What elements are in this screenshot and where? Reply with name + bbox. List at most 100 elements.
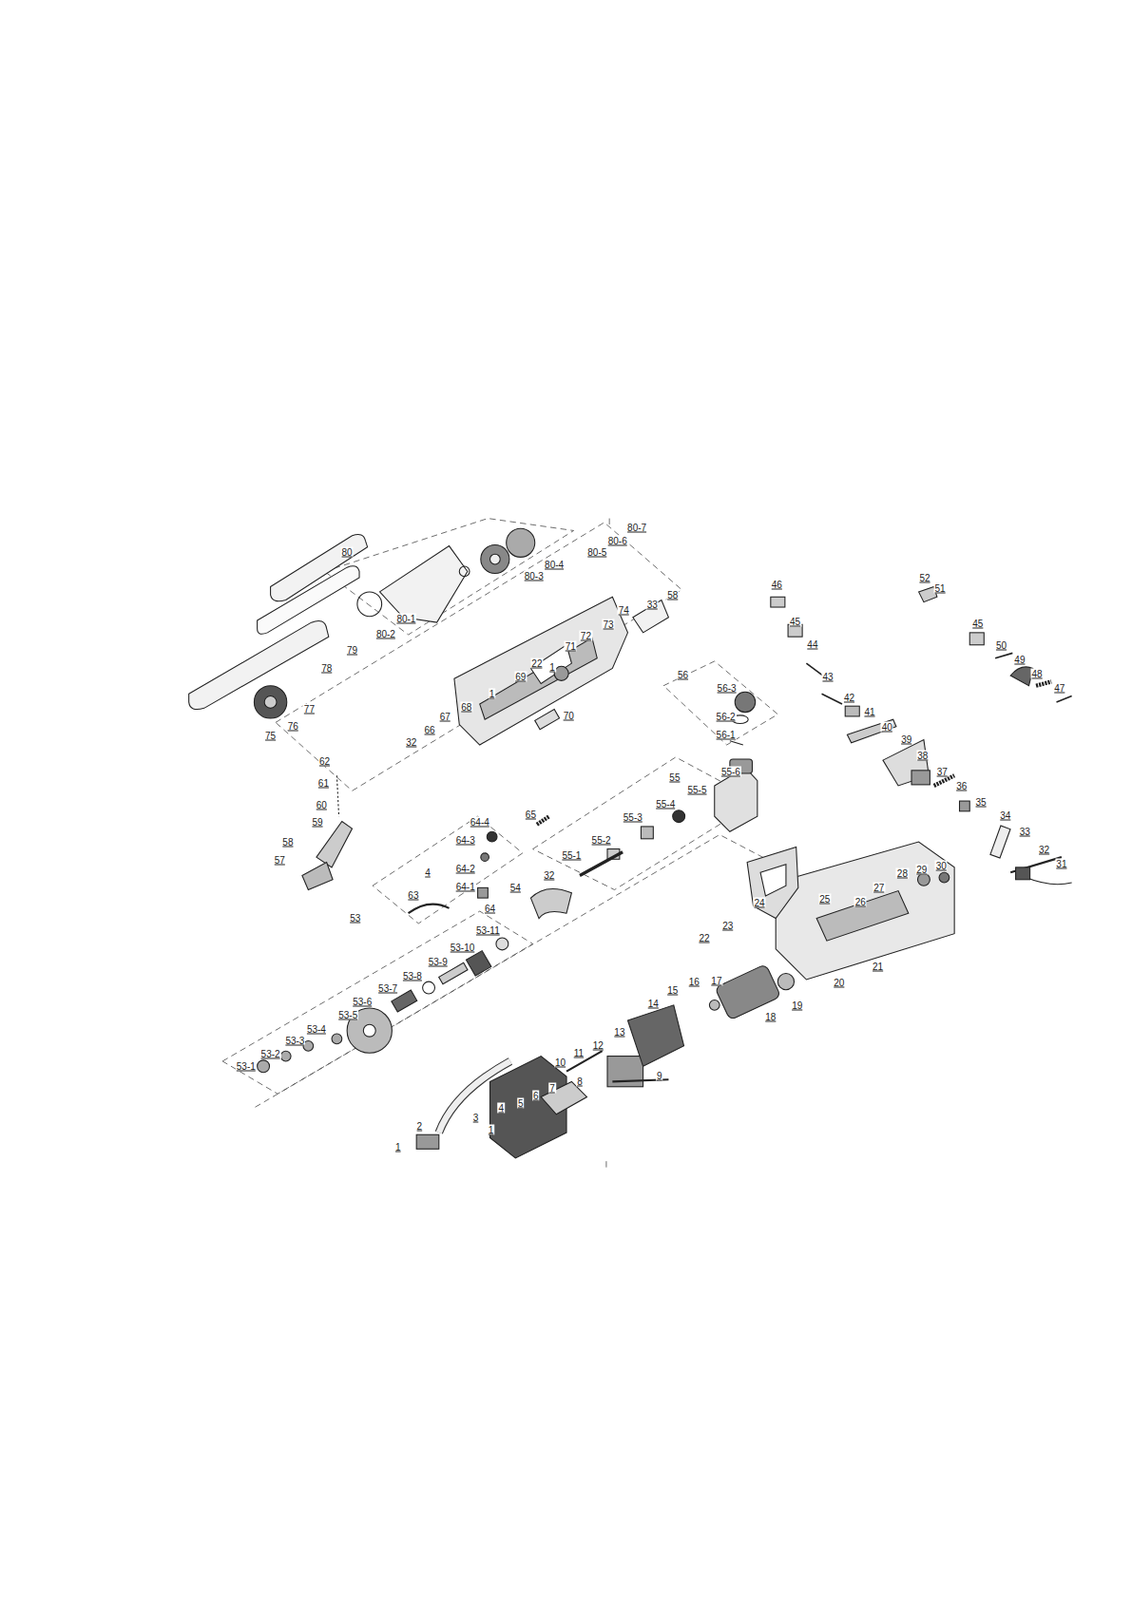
callout-number: 32 — [542, 870, 556, 882]
callout-number: 36 — [955, 780, 968, 791]
callout-number: 1 — [487, 1124, 496, 1135]
callout-number: 55-1 — [560, 850, 582, 862]
callout-number: 27 — [872, 882, 885, 894]
callout-number: 8 — [575, 1076, 584, 1088]
callout-number: 74 — [617, 605, 631, 616]
callout-number: 11 — [573, 1048, 585, 1059]
callout-number: 67 — [439, 710, 452, 722]
callout-number: 49 — [1013, 653, 1026, 665]
callout-number: 80-7 — [626, 522, 648, 534]
callout-number: 53-3 — [284, 1036, 306, 1047]
callout-number: 18 — [764, 1011, 777, 1022]
callout-number: 40 — [881, 721, 894, 732]
callout-number: 43 — [821, 671, 834, 683]
callout-number: 55-3 — [622, 812, 644, 824]
callout-number: 64-1 — [455, 882, 477, 893]
callout-number: 30 — [935, 860, 948, 871]
callout-number: 15 — [666, 984, 679, 996]
callout-number: 55-2 — [591, 834, 613, 845]
callout-number: 20 — [832, 978, 845, 989]
callout-number: 73 — [602, 619, 615, 631]
callout-number: 47 — [1053, 682, 1066, 693]
callout-number: 53 — [348, 912, 362, 923]
callout-number: 46 — [770, 579, 784, 591]
callout-number: 80-2 — [375, 628, 397, 639]
callout-number: 53-2 — [260, 1049, 282, 1060]
callout-number: 4 — [423, 867, 432, 879]
callout-number: 1 — [394, 1142, 403, 1153]
callout-number: 53-5 — [337, 1009, 359, 1020]
callout-number: 33 — [1018, 826, 1032, 838]
callout-number: 3 — [472, 1112, 480, 1124]
callout-number: 64-4 — [469, 816, 491, 827]
callout-number: 56 — [676, 669, 690, 680]
callout-number: 24 — [752, 898, 766, 909]
callout-number: 26 — [854, 897, 867, 908]
callout-number: 53-9 — [427, 956, 449, 967]
callout-number: 54 — [509, 882, 522, 894]
callout-number: 64-2 — [455, 863, 477, 874]
callout-number: 69 — [514, 671, 527, 683]
callout-number: 48 — [1031, 668, 1044, 679]
callout-number: 80-5 — [586, 547, 608, 558]
callout-number: 2 — [416, 1120, 424, 1132]
callout-number: 42 — [843, 691, 856, 703]
callout-number: 70 — [562, 709, 576, 721]
callout-number: 64-3 — [455, 834, 477, 845]
callout-number: 1 — [548, 662, 557, 673]
callout-number: 64 — [483, 902, 497, 914]
callout-number: 72 — [579, 631, 593, 642]
callout-number: 7 — [548, 1082, 557, 1094]
callout-number: 5 — [517, 1097, 525, 1109]
callout-number: 17 — [709, 976, 723, 987]
callout-number: 53-8 — [402, 970, 423, 981]
callout-number: 53-1 — [235, 1061, 257, 1073]
callout-number: 55-4 — [654, 799, 676, 810]
callout-number: 41 — [863, 706, 876, 717]
callout-number: 56-2 — [715, 710, 737, 722]
callout-number: 39 — [900, 733, 913, 745]
callout-number: 80-4 — [543, 558, 565, 570]
callout-number: 9 — [655, 1070, 664, 1081]
callout-number: 79 — [345, 645, 359, 656]
callout-number: 62 — [318, 756, 331, 768]
callout-number: 45 — [971, 618, 984, 630]
callout-number: 59 — [310, 816, 324, 827]
callout-number: 13 — [613, 1026, 626, 1037]
callout-number: 53-11 — [475, 925, 501, 937]
callout-number: 22 — [530, 658, 543, 670]
callout-number: 6 — [532, 1091, 540, 1102]
callout-number: 80 — [341, 547, 354, 558]
callout-number: 60 — [315, 800, 328, 811]
callout-number: 53-10 — [449, 941, 477, 953]
callout-number: 12 — [592, 1039, 605, 1051]
callout-number: 55-5 — [686, 785, 708, 796]
callout-number: 45 — [788, 616, 802, 628]
callout-number: 78 — [320, 663, 333, 674]
callout-number: 80-6 — [607, 536, 629, 547]
callout-number: 28 — [896, 868, 909, 880]
callout-number: 58 — [281, 837, 294, 848]
callout-number: 66 — [423, 724, 437, 735]
callout-number: 33 — [646, 598, 659, 610]
callout-number: 35 — [975, 797, 988, 808]
callout-number: 56-3 — [716, 682, 738, 693]
callout-number: 31 — [1055, 858, 1068, 869]
callout-number: 55 — [668, 772, 681, 784]
callout-number: 21 — [871, 961, 884, 973]
callout-number: 37 — [936, 766, 949, 777]
callout-number: 32 — [404, 736, 418, 748]
callout-number: 22 — [697, 933, 710, 944]
callout-number: 32 — [1037, 844, 1051, 855]
callout-number: 75 — [264, 730, 277, 742]
callout-number: 80-1 — [395, 613, 417, 624]
callout-number: 77 — [303, 704, 316, 715]
callout-number: 53-6 — [351, 996, 373, 1007]
callout-number: 14 — [647, 997, 660, 1009]
callout-number: 34 — [998, 810, 1012, 822]
callout-number: 57 — [273, 855, 287, 866]
callout-number: 80-3 — [523, 570, 545, 581]
callout-number: 76 — [287, 720, 300, 731]
callout-number: 51 — [934, 582, 947, 594]
callout-number: 53-7 — [377, 982, 399, 994]
